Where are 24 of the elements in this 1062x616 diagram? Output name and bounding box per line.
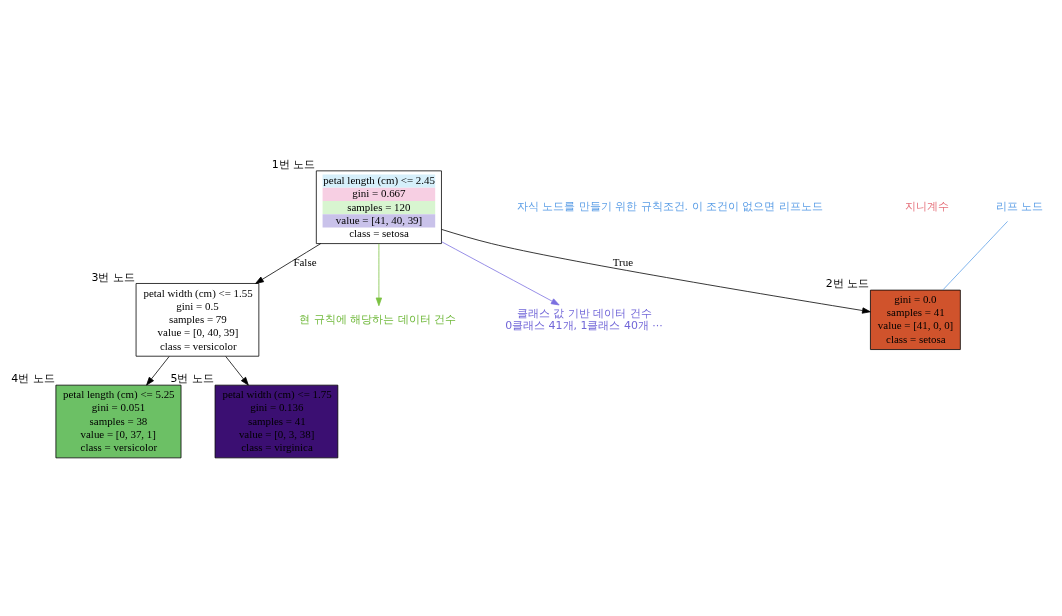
arrow: [375, 242, 382, 306]
node-box: gini = 0.0 samples = 41 value = [41, 0, 0] class = setosa: [870, 289, 961, 350]
node-label: 1번 노드: [271, 157, 316, 171]
node-text: 현 규칙에 해당하는 데이터 건수: [299, 312, 457, 326]
arrow: [441, 240, 560, 305]
edge-label: False: [293, 255, 317, 268]
node-label: 5번 노드: [170, 371, 214, 385]
node-text: 클래스 값 기반 데이터 건수 0클래스 41개, 1클래스 40개 ···: [505, 306, 663, 332]
arrow: [146, 355, 170, 385]
label: 자식 노드를 만들기 위한 규칙조건. 이 조건이 없으면 리프노드: [516, 199, 823, 213]
node-label: 4번 노드: [11, 371, 55, 385]
node-box: petal length (cm) <= 2.45 gini = 0.667 samples = 120 value = [41, 40, 39] class = setosa: [315, 169, 442, 244]
arrow: [255, 242, 322, 284]
connector: [942, 220, 1008, 290]
node-box: petal width (cm) <= 1.75 gini = 0.136 samples = 41 value = [0, 3, 38] class = virginica: [214, 384, 339, 458]
node-text: 리프 노드: [995, 199, 1044, 213]
node-label: 3번 노드: [91, 270, 135, 283]
edge-label: True: [612, 255, 634, 268]
node-box: petal length (cm) <= 5.25 gini = 0.051 samples = 38 value = [0, 37, 1] class = versicolor: [55, 384, 182, 458]
arrow: [225, 355, 249, 385]
node-box: petal width (cm) <= 1.55 gini = 0.5 samples = 79 value = [0, 40, 39] class = versicolor: [135, 282, 260, 357]
arrow: [441, 228, 871, 314]
node-label: 2번 노드: [825, 276, 870, 290]
label: 지니계수: [905, 199, 950, 213]
